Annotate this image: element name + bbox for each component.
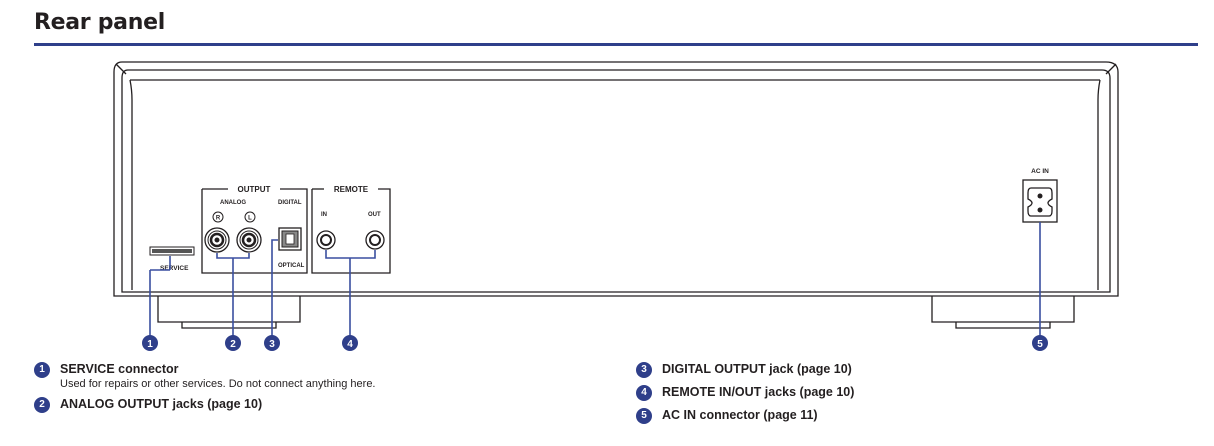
acin-label: AC IN [1031, 168, 1049, 175]
svg-text:L: L [248, 216, 252, 222]
legend-right: 3 DIGITAL OUTPUT jack (page 10) 4 REMOTE… [636, 362, 1176, 424]
service-label: SERVICE [160, 265, 189, 272]
svg-text:3: 3 [269, 339, 275, 350]
callout-5: 5 [1032, 335, 1048, 351]
legend-number: 5 [636, 408, 652, 424]
callout-1: 1 [142, 335, 158, 351]
legend-description: Used for repairs or other services. Do n… [60, 378, 376, 390]
legend-item-acin: 5 AC IN connector (page 11) [636, 408, 1176, 424]
svg-text:5: 5 [1037, 339, 1043, 350]
legend-label: AC IN connector (page 11) [662, 408, 818, 422]
callout-lines [149, 222, 1041, 336]
legend-label: REMOTE IN/OUT jacks (page 10) [662, 385, 855, 399]
l-marker: L [244, 211, 256, 223]
legend-left: 1 SERVICE connector Used for repairs or … [34, 362, 594, 413]
legend-item-analog: 2 ANALOG OUTPUT jacks (page 10) [34, 397, 594, 413]
analog-label: ANALOG [220, 200, 246, 206]
svg-text:1: 1 [147, 339, 153, 350]
svg-text:2: 2 [230, 339, 236, 350]
callout-4: 4 [342, 335, 358, 351]
legend-label: DIGITAL OUTPUT jack (page 10) [662, 362, 852, 376]
remote-out-jack [365, 230, 385, 250]
optical-jack [278, 227, 302, 251]
output-box [201, 188, 308, 274]
title-rule [34, 43, 1198, 46]
analog-jack-l [236, 227, 262, 253]
analog-jack-r [204, 227, 230, 253]
legend-item-service: 1 SERVICE connector Used for repairs or … [34, 362, 594, 390]
optical-label: OPTICAL [278, 263, 305, 269]
legend-label: ANALOG OUTPUT jacks (page 10) [60, 397, 263, 411]
callout-3: 3 [264, 335, 280, 351]
legend-number: 3 [636, 362, 652, 378]
legend-number: 4 [636, 385, 652, 401]
service-connector [149, 246, 195, 256]
legend-item-digital: 3 DIGITAL OUTPUT jack (page 10) [636, 362, 1176, 378]
remote-in-jack [316, 230, 336, 250]
legend-item-remote: 4 REMOTE IN/OUT jacks (page 10) [636, 385, 1176, 401]
remote-box [311, 188, 391, 274]
digital-label: DIGITAL [278, 200, 302, 206]
remote-out-label: OUT [368, 212, 381, 218]
ac-in-connector [1022, 179, 1058, 223]
callout-2: 2 [225, 335, 241, 351]
page-title: Rear panel [34, 10, 165, 35]
r-marker: R [212, 211, 224, 223]
remote-group-label: REMOTE [334, 185, 369, 194]
legend-number: 1 [34, 362, 50, 378]
output-group-label: OUTPUT [238, 185, 271, 194]
svg-text:4: 4 [347, 339, 353, 350]
remote-in-label: IN [321, 212, 327, 218]
legend-number: 2 [34, 397, 50, 413]
svg-text:R: R [216, 216, 221, 222]
chassis [113, 61, 1119, 329]
legend-label: SERVICE connector [60, 362, 179, 376]
